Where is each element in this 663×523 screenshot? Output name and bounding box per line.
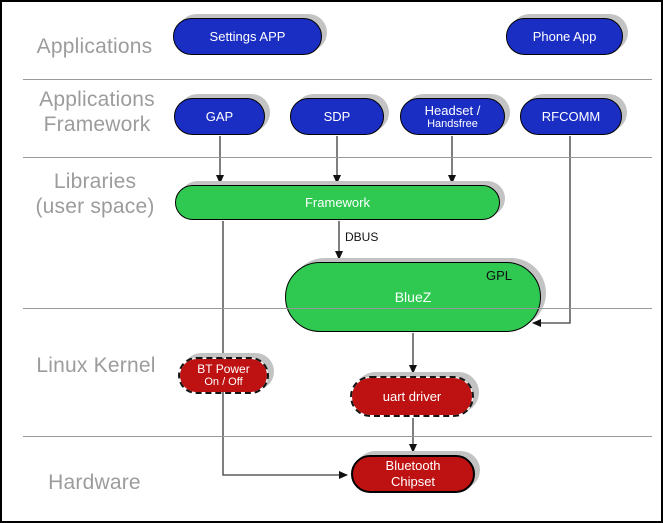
node-uart-driver: uart driver	[350, 376, 474, 417]
divider-app-framework	[23, 157, 652, 158]
node-bt-power: BT Power On / Off	[178, 357, 269, 394]
node-settings-app-label: Settings APP	[209, 29, 286, 44]
node-rfcomm-label: RFCOMM	[541, 109, 601, 124]
layer-label-linux-kernel: Linux Kernel	[22, 353, 170, 378]
node-bluetooth-chipset: Bluetooth Chipset	[351, 455, 475, 493]
edge-framework-to-chipset	[222, 221, 348, 479]
node-bluez-label: BlueZ	[394, 288, 432, 305]
gpl-badge: GPL	[485, 268, 512, 283]
node-bluetooth-chipset-line2: Chipset	[390, 474, 436, 489]
divider-libraries	[23, 308, 652, 309]
layer-label-app-framework: Applications Framework	[22, 87, 172, 137]
divider-applications	[23, 79, 652, 80]
layer-label-libraries-line1: Libraries	[53, 170, 137, 193]
node-bluetooth-chipset-line1: Bluetooth	[385, 458, 441, 473]
node-gap: GAP	[174, 98, 265, 135]
layer-label-applications-text: Applications	[36, 35, 153, 58]
node-sdp: SDP	[290, 98, 384, 135]
node-framework-label: Framework	[304, 195, 370, 210]
node-phone-app-label: Phone App	[532, 29, 597, 44]
node-bluez: GPL BlueZ	[285, 262, 541, 332]
node-sdp-label: SDP	[323, 109, 351, 124]
layer-label-app-framework-line1: Applications	[39, 88, 155, 111]
node-headset-line1: Headset /	[424, 102, 481, 118]
node-settings-app: Settings APP	[173, 18, 322, 55]
node-rfcomm: RFCOMM	[520, 98, 622, 135]
layer-label-hardware-text: Hardware	[48, 471, 141, 494]
node-phone-app: Phone App	[506, 18, 623, 55]
node-framework: Framework	[175, 185, 500, 220]
node-uart-driver-label: uart driver	[382, 389, 442, 404]
edge-label-dbus: DBUS	[345, 230, 379, 244]
layer-label-hardware: Hardware	[27, 470, 162, 495]
layer-label-libraries: Libraries (user space)	[15, 169, 175, 219]
divider-linux-kernel	[23, 436, 652, 437]
layer-label-libraries-line2: (user space)	[35, 195, 155, 218]
edge-rfcomm-to-bluez	[532, 136, 571, 327]
node-headset-line2: Handsfree	[427, 117, 478, 130]
node-gap-label: GAP	[205, 109, 234, 124]
node-headset-handsfree: Headset / Handsfree	[400, 98, 505, 135]
layer-label-app-framework-line2: Framework	[43, 113, 151, 136]
node-bt-power-line1: BT Power	[197, 362, 250, 376]
layer-label-applications: Applications	[22, 34, 167, 59]
layer-label-linux-kernel-text: Linux Kernel	[36, 354, 156, 377]
node-bt-power-line2: On / Off	[204, 376, 243, 388]
